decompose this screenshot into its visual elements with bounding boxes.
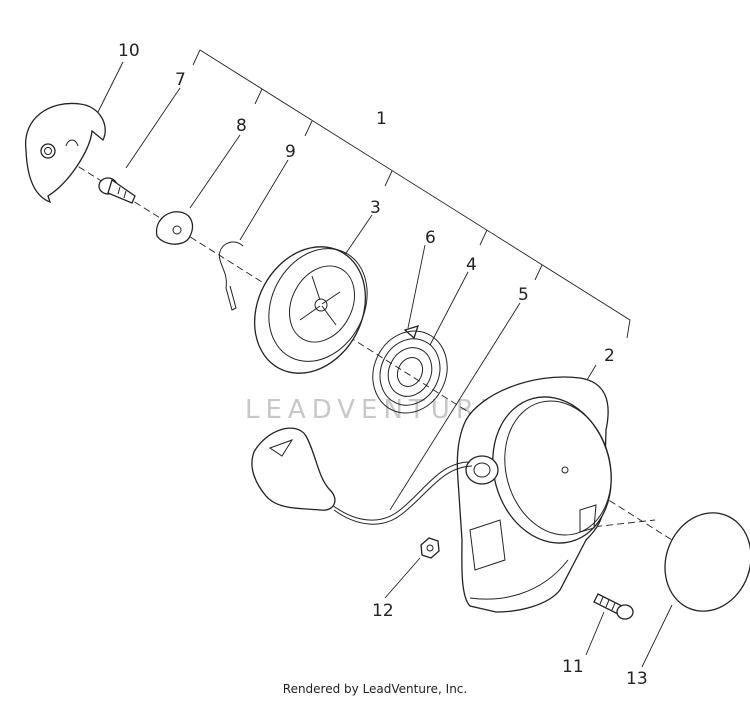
callout-13: 13: [626, 669, 648, 689]
footer-credit: Rendered by LeadVenture, Inc.: [282, 682, 468, 696]
part-12-hex-nut: [420, 537, 440, 559]
callout-8: 8: [236, 116, 247, 136]
part-3-pulley: [253, 246, 368, 374]
part-2-starter-housing: [456, 376, 612, 613]
callout-11: 11: [562, 657, 584, 677]
part-8-pawl: [155, 211, 194, 245]
callout-5: 5: [518, 285, 529, 305]
callout-9: 9: [285, 142, 296, 162]
callout-2: 2: [604, 346, 615, 366]
callout-6: 6: [425, 228, 436, 248]
callout-3: 3: [370, 198, 381, 218]
callout-labels: 10 7 8 9 1 3 6 4 5 2 12 11 13: [118, 41, 648, 689]
part-13-disc: [664, 512, 750, 612]
callout-10: 10: [118, 41, 140, 61]
callout-12: 12: [372, 601, 394, 621]
leader-lines: [93, 61, 673, 668]
watermark-text: LEADVENTURE: [245, 395, 502, 425]
callout-1: 1: [376, 109, 387, 129]
part-4-recoil-spring: [372, 325, 448, 414]
callout-7: 7: [175, 70, 186, 90]
part-7-bolt: [98, 177, 136, 204]
part-5-rope-and-handle: [251, 427, 473, 525]
part-9-clip: [218, 241, 244, 311]
assembly-bracket: [192, 49, 631, 339]
callout-4: 4: [466, 255, 477, 275]
part-11-screw: [593, 593, 634, 620]
part-10-cover-plate: [25, 102, 106, 204]
